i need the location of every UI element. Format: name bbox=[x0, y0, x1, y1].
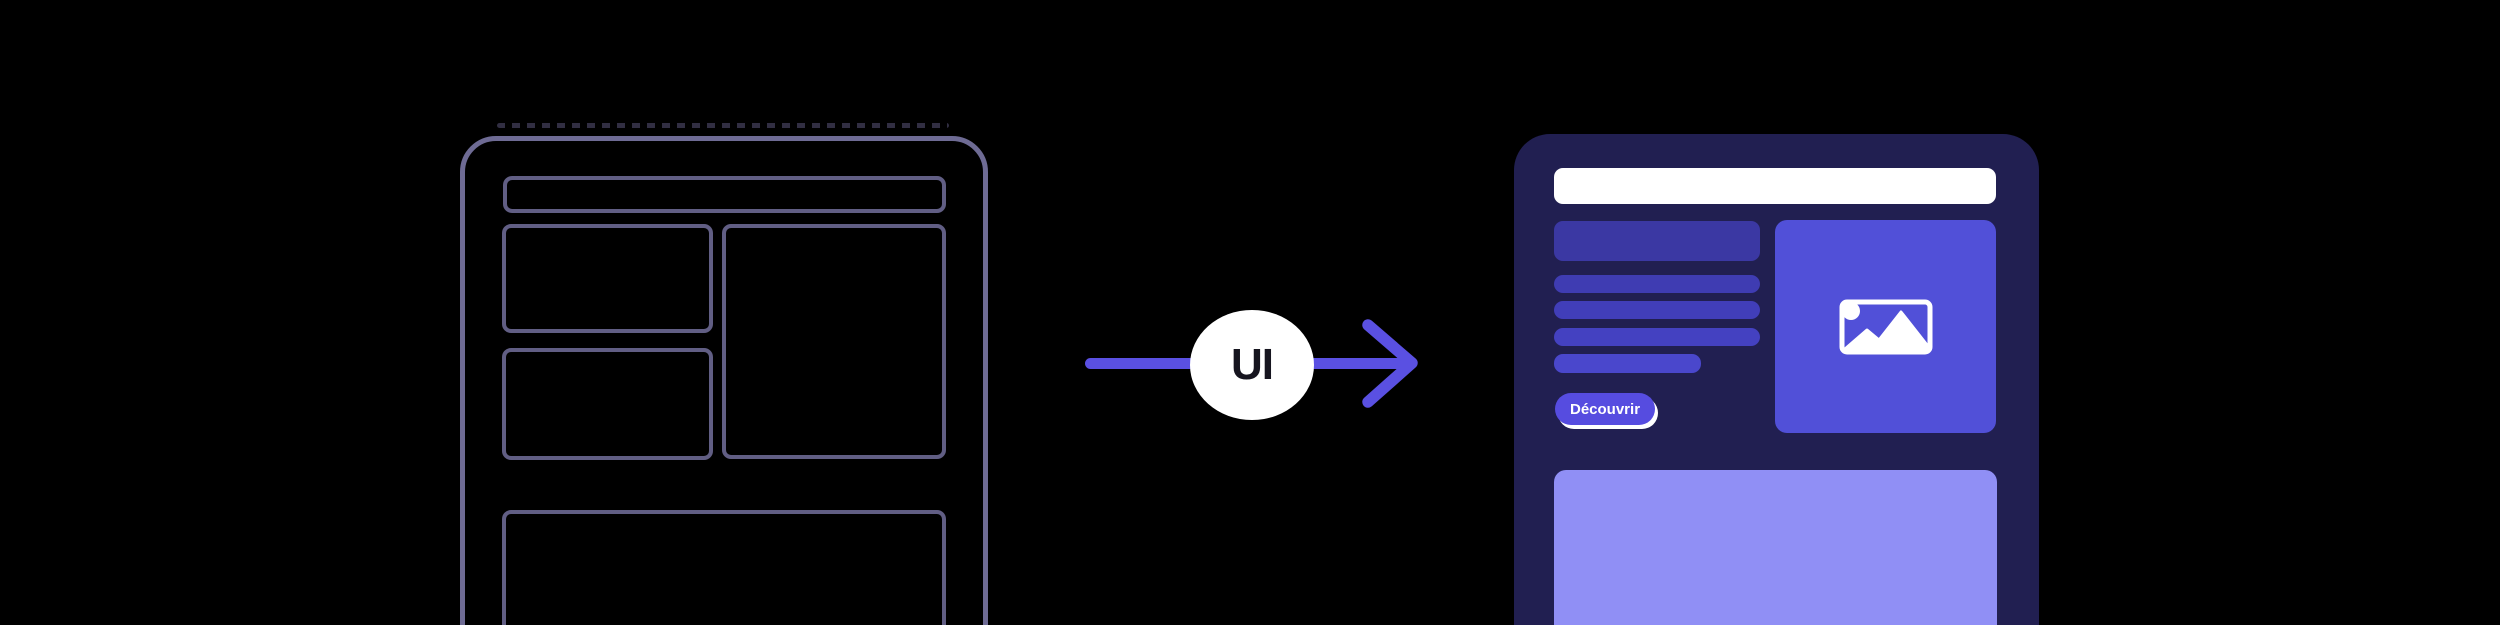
ui-card: Découvrir bbox=[1514, 134, 2039, 625]
skeleton-text-line bbox=[1554, 328, 1760, 346]
wireframe-dashed-top-edge bbox=[497, 123, 949, 128]
ui-label-circle: UI bbox=[1190, 310, 1314, 420]
wireframe-card bbox=[460, 136, 988, 625]
discover-button[interactable]: Découvrir bbox=[1555, 393, 1656, 425]
image-panel bbox=[1775, 220, 1996, 433]
ui-label: UI bbox=[1231, 340, 1274, 389]
skeleton-text-line bbox=[1554, 301, 1760, 319]
skeleton-text-line bbox=[1554, 275, 1760, 293]
image-placeholder-icon bbox=[1839, 299, 1932, 354]
ui-navbar bbox=[1554, 168, 1996, 204]
skeleton-text-line-short bbox=[1554, 354, 1701, 373]
skeleton-title-block bbox=[1554, 221, 1760, 261]
arrow-right-icon bbox=[1362, 319, 1418, 408]
content-block bbox=[1554, 470, 1997, 625]
wireframe-box-right bbox=[722, 224, 946, 459]
wireframe-box-top-left bbox=[502, 224, 713, 333]
wireframe-navbar bbox=[503, 176, 946, 213]
wireframe-section-bottom bbox=[502, 510, 946, 625]
wireframe-box-bottom-left bbox=[502, 348, 713, 460]
